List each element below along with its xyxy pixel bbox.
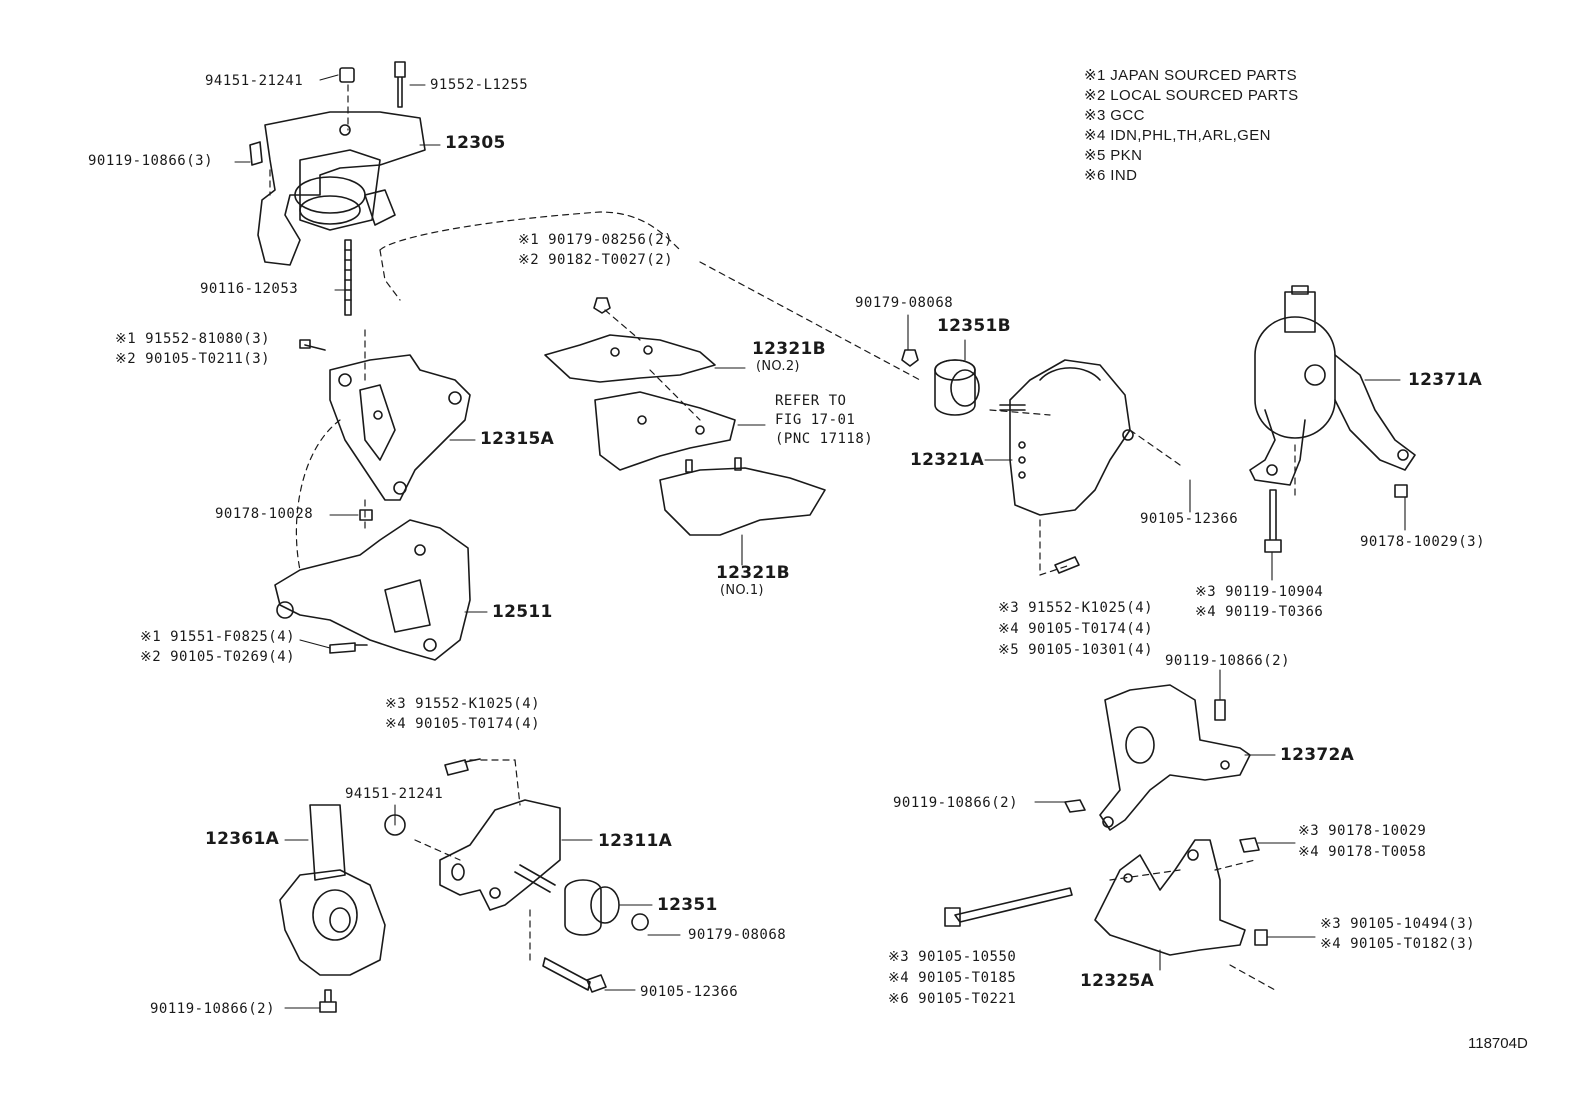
part-label: 12351B (937, 316, 1011, 336)
part-12311A-bracket (384, 758, 649, 993)
part-12321A-bracket (901, 349, 1134, 574)
part-label: ※4 90105-T0185 (888, 970, 1017, 986)
part-12361A-mount (279, 804, 386, 1013)
part-label: 91552-L1255 (430, 77, 529, 93)
figure-id: 118704D (1468, 1035, 1528, 1052)
part-label: 90119-10866(2) (893, 795, 1019, 811)
part-label: 94151-21241 (205, 73, 304, 89)
legend-item: ※3 GCC (1084, 107, 1145, 124)
part-label: ※3 91552-K1025(4) (998, 600, 1154, 616)
leader-lines (234, 74, 1406, 1009)
part-12372A-mount (1064, 684, 1251, 831)
part-label: ※4 90178-T0058 (1298, 844, 1427, 860)
part-label: 90105-12366 (640, 984, 739, 1000)
part-label: 90116-12053 (200, 281, 299, 297)
part-label: 12372A (1280, 745, 1355, 765)
part-label: ※1 91551-F0825(4) (140, 629, 296, 645)
part-12511-bracket (274, 519, 471, 661)
part-label: 12311A (598, 831, 673, 851)
part-label: 90179-08068 (855, 295, 954, 311)
part-label: ※1 90179-08256(2) (518, 232, 674, 248)
part-label: ※6 90105-T0221 (888, 991, 1017, 1007)
part-label: 12371A (1408, 370, 1483, 390)
part-12315A-bracket (299, 339, 471, 521)
part-label: 12361A (205, 829, 280, 849)
legend-item: ※4 IDN,PHL,TH,ARL,GEN (1084, 127, 1271, 144)
legend: ※1 JAPAN SOURCED PARTS ※2 LOCAL SOURCED … (1084, 66, 1298, 186)
part-label: 90119-10866(2) (150, 1001, 276, 1017)
legend-item: ※6 IND (1084, 167, 1138, 184)
part-label: ※5 90105-10301(4) (998, 642, 1154, 658)
part-label: 90179-08068 (688, 927, 787, 943)
part-label: ※4 90105-T0174(4) (385, 716, 541, 732)
part-label: 90178-10029(3) (1360, 534, 1486, 550)
part-label: 90119-10866(3) (88, 153, 214, 169)
part-label: ※2 90182-T0027(2) (518, 252, 674, 268)
part-label: ※3 90178-10029 (1298, 823, 1427, 839)
part-label: 90105-12366 (1140, 511, 1239, 527)
part-label: ※4 90105-T0182(3) (1320, 936, 1476, 952)
part-label: ※1 91552-81080(3) (115, 331, 271, 347)
legend-item: ※1 JAPAN SOURCED PARTS (1084, 67, 1298, 84)
part-label: 12321A (910, 450, 985, 470)
part-label: ※2 90105-T0269(4) (140, 649, 296, 665)
part-12325A-bracket (944, 837, 1268, 956)
part-label: (NO.1) (720, 583, 764, 598)
part-label: ※2 90105-T0211(3) (115, 351, 271, 367)
part-label: ※3 91552-K1025(4) (385, 696, 541, 712)
legend-item: ※5 PKN (1084, 147, 1143, 164)
guide-lines (269, 84, 1296, 991)
part-label: 12325A (1080, 971, 1155, 991)
part-label: 12305 (445, 133, 506, 153)
part-label: ※4 90119-T0366 (1195, 604, 1324, 620)
part-12305-upper-mount (249, 61, 426, 316)
part-label: (NO.2) (756, 359, 800, 374)
part-label: 12511 (492, 602, 553, 622)
part-label: FIG 17-01 (775, 412, 856, 428)
part-12321B-heat-shields (544, 297, 826, 536)
part-label: ※3 90119-10904 (1195, 584, 1324, 600)
part-label: 90178-10028 (215, 506, 314, 522)
part-label: ※3 90105-10550 (888, 949, 1017, 965)
part-label: 12321B (752, 339, 826, 359)
legend-item: ※2 LOCAL SOURCED PARTS (1084, 87, 1299, 104)
part-label: 12351 (657, 895, 718, 915)
part-label: 12321B (716, 563, 790, 583)
part-label: 12315A (480, 429, 555, 449)
part-label: ※4 90105-T0174(4) (998, 621, 1154, 637)
part-12371A-mount (1249, 285, 1416, 553)
part-label: (PNC 17118) (775, 431, 874, 447)
part-label: 90119-10866(2) (1165, 653, 1291, 669)
part-label: 94151-21241 (345, 786, 444, 802)
part-label: ※3 90105-10494(3) (1320, 916, 1476, 932)
part-label: REFER TO (775, 393, 847, 409)
